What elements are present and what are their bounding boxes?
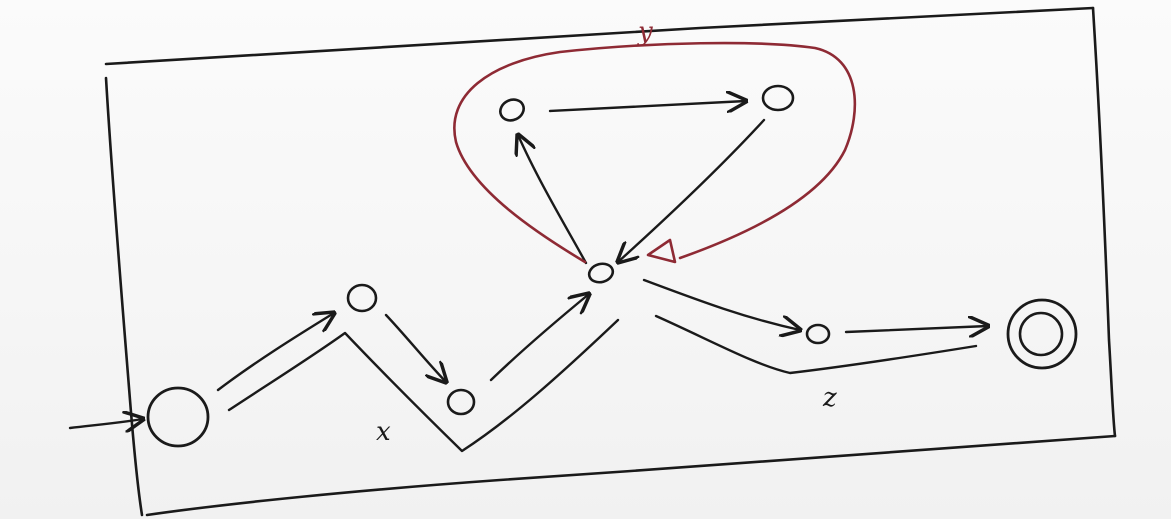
state-final-accepting — [1006, 298, 1078, 370]
path-y-arrowhead — [646, 238, 677, 264]
path-label-z: z — [822, 383, 837, 413]
state-s1 — [346, 283, 378, 313]
state-hub — [587, 262, 615, 284]
state-loop-right — [761, 84, 795, 112]
transition-s2-to-hub — [489, 294, 589, 382]
transition-s1-to-s2 — [384, 313, 446, 382]
path-x-outline — [227, 318, 620, 453]
path-z-outline — [654, 314, 978, 375]
state-s2 — [446, 388, 476, 416]
state-start — [146, 386, 210, 448]
transition-s5-to-final — [844, 326, 988, 332]
transition-loop-right-to-hub — [618, 118, 766, 262]
transition-hub-to-s5 — [642, 278, 800, 330]
initial-state-arrow — [68, 419, 143, 428]
transition-loop-left-to-loop-right — [548, 101, 746, 111]
path-label-y: y — [637, 17, 653, 47]
transition-start-to-s1 — [216, 313, 334, 392]
bounding-frame — [104, 6, 1117, 517]
state-loop-left — [499, 98, 525, 122]
path-y-loop — [453, 41, 857, 264]
transition-hub-to-loop-left — [518, 135, 588, 265]
path-label-x: x — [376, 417, 391, 447]
state-s5 — [805, 323, 831, 345]
